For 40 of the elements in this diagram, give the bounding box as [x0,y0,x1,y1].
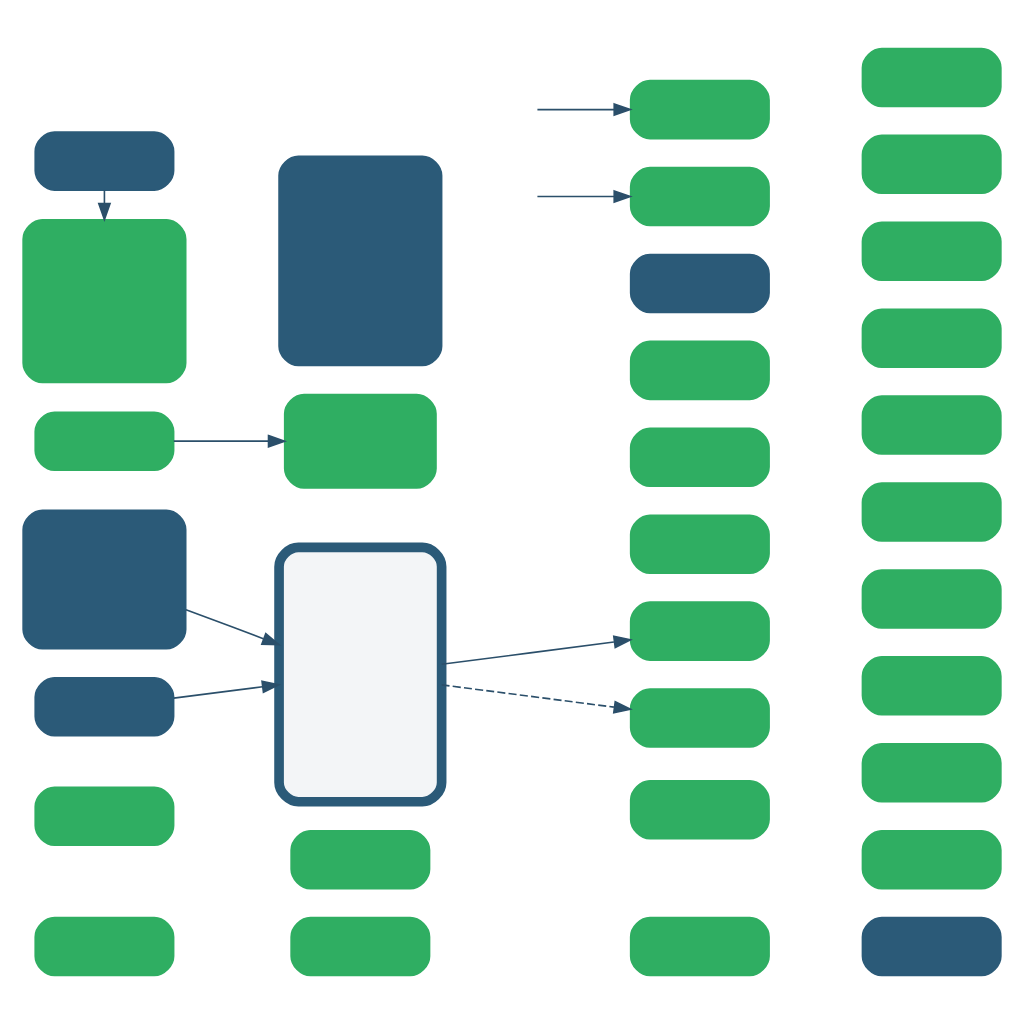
node-box [861,47,1002,108]
node-box [283,393,437,489]
node-box [629,780,770,840]
arrow [172,680,282,699]
arrow [536,102,633,117]
node-box [290,916,431,977]
node-box [861,308,1002,368]
node-box [861,134,1002,195]
node-box [274,542,447,807]
node-box [861,569,1002,629]
node-box [34,786,175,846]
node-box [629,916,770,977]
node-box [861,395,1002,455]
arrow [440,684,633,714]
node-box [861,656,1002,716]
node-box [629,253,770,314]
node-box [629,340,770,401]
node-box [861,482,1002,542]
node-box [629,166,770,227]
node-box [629,79,770,140]
arrow [185,608,282,646]
node-box [629,514,770,574]
node-box [34,916,175,977]
node-box [861,916,1002,977]
node-box [22,509,187,650]
node-box [22,219,187,384]
node-box [290,829,431,890]
node-box [34,131,175,191]
node-box [629,427,770,488]
node-box [629,601,770,661]
node-box [629,688,770,748]
arrow [536,189,633,204]
node-box [34,677,175,737]
node-box [278,155,443,367]
arrow [440,635,633,666]
node-box [861,742,1002,803]
node-box [861,829,1002,890]
node-box [861,221,1002,282]
arrow [172,434,288,448]
node-box [34,411,175,471]
